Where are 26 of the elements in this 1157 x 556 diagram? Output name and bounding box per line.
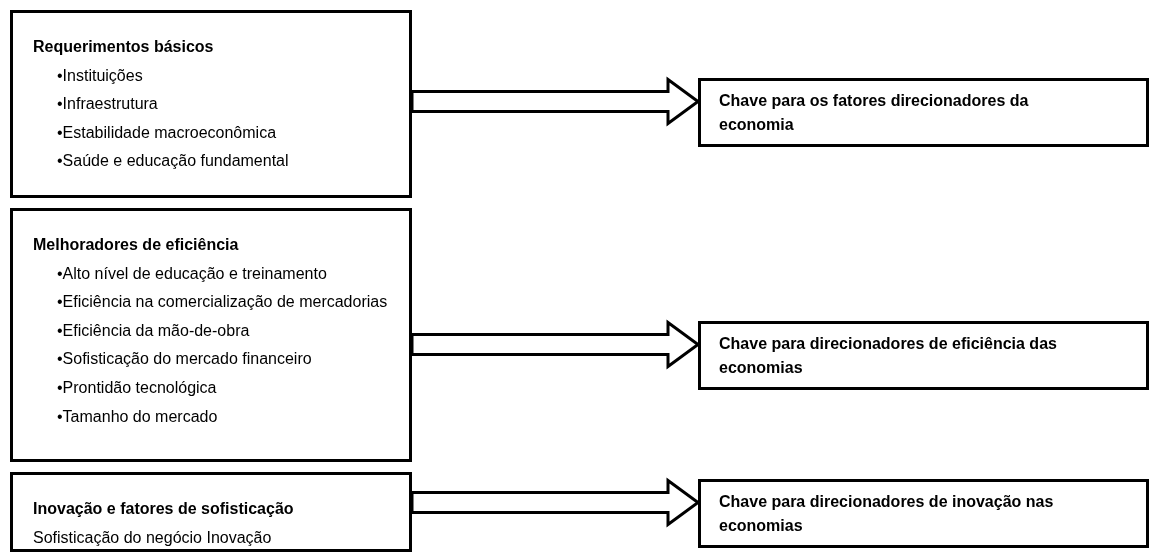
list-item: •Infraestrutura [56, 94, 159, 115]
box-text: Chave para os fatores direcionadores da economia [719, 90, 1030, 135]
list-item: •Sofisticação do mercado financeiro [56, 349, 313, 370]
box-heading: Requerimentos básicos [33, 37, 215, 57]
block-arrow [410, 477, 701, 528]
text-box [10, 10, 412, 198]
list-item: •Saúde e educação fundamental [56, 151, 290, 172]
text-box [10, 208, 412, 462]
text-box [698, 479, 1149, 548]
list-item: Sofisticação do negócio Inovação [33, 527, 273, 548]
box-heading: Inovação e fatores de sofisticação [33, 499, 295, 519]
block-arrow [410, 319, 701, 370]
box-text: Chave para direcionadores de inovação nas economias [719, 491, 1055, 536]
list-item: •Eficiência na comercialização de mercadorias [56, 292, 389, 313]
list-item: •Prontidão tecnológica [56, 377, 218, 398]
text-box [698, 78, 1149, 147]
block-arrow [410, 76, 701, 127]
text-box [10, 472, 412, 552]
box-heading: Melhoradores de eficiência [33, 235, 240, 255]
text-box [698, 321, 1149, 390]
box-text: Chave para direcionadores de eficiência das economias [719, 333, 1058, 378]
list-item: •Estabilidade macroeconômica [56, 122, 278, 143]
list-item: •Instituições [56, 65, 144, 86]
list-item: •Eficiência da mão-de-obra [56, 320, 251, 341]
list-item: •Alto nível de educação e treinamento [56, 263, 328, 284]
list-item: •Tamanho do mercado [56, 406, 219, 427]
